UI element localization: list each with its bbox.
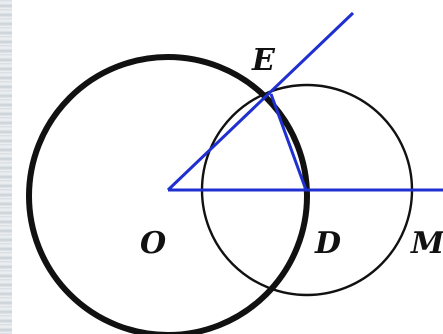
- label-point-m: M: [410, 226, 443, 261]
- label-point-d: D: [314, 226, 341, 261]
- circle-centered-o: [26, 54, 310, 334]
- segment-ed: [269, 93, 308, 191]
- label-point-o: O: [140, 226, 166, 261]
- ray-oe: [166, 11, 355, 192]
- left-edge-texture: [0, 0, 12, 334]
- label-point-e: E: [251, 43, 276, 78]
